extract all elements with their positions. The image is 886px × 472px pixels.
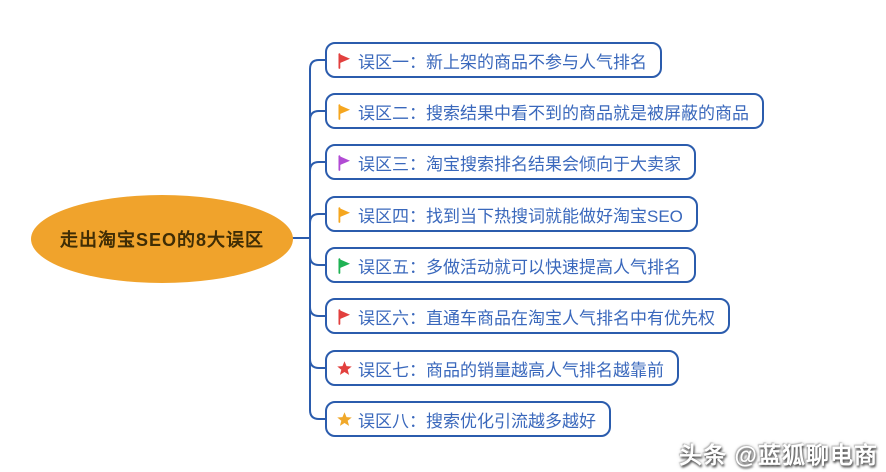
branch-topic-node[interactable]: 误区五：多做活动就可以快速提高人气排名 [325, 247, 696, 283]
flag-icon [336, 154, 353, 171]
root-topic-node[interactable]: 走出淘宝SEO的8大误区 [31, 195, 293, 283]
watermark-text: 头条 @蓝狐聊电商 [679, 442, 878, 468]
branch-topic-label: 误区八：搜索优化引流越多越好 [358, 411, 596, 431]
star-icon [336, 411, 353, 428]
root-topic-label: 走出淘宝SEO的8大误区 [59, 230, 265, 250]
branch-topic-label: 误区六：直通车商品在淘宝人气排名中有优先权 [358, 308, 715, 328]
branch-topic-node[interactable]: 误区八：搜索优化引流越多越好 [325, 401, 611, 437]
flag-icon [336, 308, 353, 325]
flag-icon [336, 206, 353, 223]
branch-topic-label: 误区五：多做活动就可以快速提高人气排名 [358, 257, 681, 277]
flag-icon [336, 52, 353, 69]
branch-topic-label: 误区一：新上架的商品不参与人气排名 [358, 52, 647, 72]
branch-topic-node[interactable]: 误区二：搜索结果中看不到的商品就是被屏蔽的商品 [325, 93, 764, 129]
star-icon [336, 360, 353, 377]
branch-topic-node[interactable]: 误区三：淘宝搜索排名结果会倾向于大卖家 [325, 144, 696, 180]
flag-icon [336, 103, 353, 120]
branch-topic-label: 误区二：搜索结果中看不到的商品就是被屏蔽的商品 [358, 103, 749, 123]
branch-topic-label: 误区三：淘宝搜索排名结果会倾向于大卖家 [358, 154, 681, 174]
watermark: 头条 @蓝狐聊电商 [679, 436, 878, 470]
branch-topic-label: 误区七：商品的销量越高人气排名越靠前 [358, 360, 664, 380]
branch-topic-node[interactable]: 误区六：直通车商品在淘宝人气排名中有优先权 [325, 298, 730, 334]
flag-icon [336, 257, 353, 274]
branch-topic-node[interactable]: 误区七：商品的销量越高人气排名越靠前 [325, 350, 679, 386]
branch-topic-label: 误区四：找到当下热搜词就能做好淘宝SEO [358, 206, 683, 226]
branch-topic-node[interactable]: 误区一：新上架的商品不参与人气排名 [325, 42, 662, 78]
branch-topic-node[interactable]: 误区四：找到当下热搜词就能做好淘宝SEO [325, 196, 698, 232]
